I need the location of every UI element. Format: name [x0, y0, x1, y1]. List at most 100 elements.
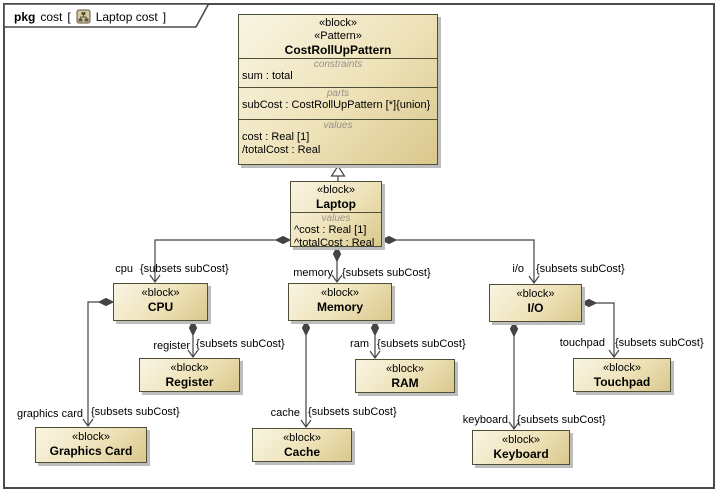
- block-header: «block» Memory: [289, 284, 391, 315]
- connector-memory[interactable]: [331, 245, 343, 284]
- role-label-register[interactable]: register: [153, 340, 190, 352]
- stereotype-label: «block»: [516, 288, 555, 300]
- stereotype-label: «block»: [283, 432, 321, 444]
- role-label-cache[interactable]: cache: [270, 407, 300, 419]
- block-cpu[interactable]: «block» CPU: [113, 283, 208, 321]
- block-costrolluppattern[interactable]: «block» «Pattern» CostRollUpPattern cons…: [238, 14, 438, 165]
- role-label-ram[interactable]: ram: [350, 338, 369, 350]
- constraints-compartment: constraints sum : total: [239, 58, 437, 87]
- role-label-graphics-card[interactable]: graphics card: [16, 408, 83, 420]
- open-bracket: [: [67, 9, 71, 24]
- stereotype-label: «block»: [386, 363, 424, 375]
- block-header: «block» Keyboard: [473, 431, 569, 462]
- compartment-label: values: [323, 120, 353, 131]
- role-label-memory[interactable]: memory: [293, 267, 333, 279]
- block-header: «block» RAM: [356, 360, 454, 391]
- connector-graphics-card[interactable]: [82, 297, 115, 428]
- block-keyboard[interactable]: «block» Keyboard: [472, 430, 570, 465]
- diagram-frame-tab[interactable]: pkg cost [ Laptop cost ]: [3, 3, 213, 29]
- stereotype-label: «block»: [321, 287, 359, 299]
- constraint-label-cpu[interactable]: {subsets subCost}: [140, 263, 229, 275]
- diagram-title: Laptop cost: [95, 9, 158, 24]
- role-label-cpu[interactable]: cpu: [115, 263, 133, 275]
- block-memory[interactable]: «block» Memory: [288, 283, 392, 321]
- stereotype-label: «block»: [170, 362, 209, 374]
- connector-cache[interactable]: [300, 319, 312, 429]
- constraint-item: sum : total: [242, 70, 293, 82]
- role-label-io[interactable]: i/o: [512, 263, 524, 275]
- constraint-label-keyboard[interactable]: {subsets subCost}: [517, 414, 606, 426]
- connector-register[interactable]: [187, 319, 199, 359]
- generalization-triangle: [330, 164, 346, 177]
- block-header: «block» CPU: [114, 284, 207, 315]
- block-name: Graphics Card: [49, 444, 133, 458]
- block-name: I/O: [527, 301, 544, 315]
- compartment-label: constraints: [313, 59, 363, 70]
- block-graphics-card[interactable]: «block» Graphics Card: [35, 427, 147, 463]
- composite-diamond: [97, 297, 115, 307]
- block-name: Cache: [283, 445, 321, 459]
- open-arrowhead: [528, 275, 540, 285]
- constraint-label-memory[interactable]: {subsets subCost}: [342, 267, 431, 279]
- block-name: CPU: [147, 300, 174, 314]
- block-name: Touchpad: [593, 375, 651, 389]
- compartment-label: parts: [326, 88, 350, 99]
- open-arrowhead: [149, 274, 161, 284]
- block-header: «block» Cache: [253, 429, 351, 460]
- block-touchpad[interactable]: «block» Touchpad: [573, 358, 671, 392]
- block-header: «block» Laptop: [291, 182, 381, 212]
- open-arrowhead: [300, 419, 312, 429]
- block-laptop[interactable]: «block» Laptop values ^cost : Real [1] ^…: [290, 181, 382, 247]
- composite-diamond: [332, 245, 342, 263]
- composite-diamond: [370, 319, 380, 337]
- composite-diamond: [580, 298, 598, 308]
- open-arrowhead: [82, 418, 94, 428]
- constraint-label-io[interactable]: {subsets subCost}: [536, 263, 625, 275]
- constraint-label-cache[interactable]: {subsets subCost}: [308, 406, 397, 418]
- block-name: RAM: [391, 376, 419, 390]
- block-name: CostRollUpPattern: [284, 43, 392, 57]
- block-name: Register: [165, 375, 214, 389]
- connector-keyboard[interactable]: [508, 320, 520, 431]
- generalization-laptop-to-costrolluppattern[interactable]: [330, 164, 346, 181]
- stereotype-label: «block»: [603, 362, 641, 374]
- block-ram[interactable]: «block» RAM: [355, 359, 455, 393]
- composite-diamond: [301, 319, 311, 337]
- constraint-label-touchpad[interactable]: {subsets subCost}: [615, 337, 704, 349]
- stereotype-label: «block»: [72, 431, 110, 443]
- part-item: subCost : CostRollUpPattern [*]{union}: [242, 99, 431, 111]
- role-label-touchpad[interactable]: touchpad: [559, 337, 605, 349]
- connector-ram[interactable]: [369, 319, 381, 360]
- block-header: «block» «Pattern» CostRollUpPattern: [239, 15, 437, 58]
- diagram-kind-label: pkg: [14, 9, 36, 24]
- tab-outline: [3, 3, 210, 28]
- composite-diamond: [380, 235, 398, 245]
- constraint-label-graphics-card[interactable]: {subsets subCost}: [91, 406, 180, 418]
- open-arrowhead: [508, 421, 520, 431]
- block-register[interactable]: «block» Register: [139, 358, 240, 392]
- value-item: ^cost : Real [1]: [294, 224, 367, 236]
- diagram-icon: [76, 9, 91, 24]
- constraint-label-register[interactable]: {subsets subCost}: [196, 338, 285, 350]
- stereotype-label: «block»: [317, 184, 355, 196]
- open-arrowhead: [369, 350, 381, 360]
- role-label-keyboard[interactable]: keyboard: [462, 414, 508, 426]
- block-cache[interactable]: «block» Cache: [252, 428, 352, 462]
- constraint-label-ram[interactable]: {subsets subCost}: [377, 338, 466, 350]
- connector-cpu[interactable]: [149, 235, 292, 284]
- block-name: Laptop: [316, 197, 356, 211]
- block-header: «block» Graphics Card: [36, 428, 146, 459]
- value-item: /totalCost : Real: [242, 143, 321, 156]
- connector-touchpad[interactable]: [580, 298, 620, 359]
- diagram-frame: [3, 3, 715, 489]
- values-compartment: values ^cost : Real [1] ^totalCost : Rea…: [291, 212, 381, 246]
- block-name: Keyboard: [493, 447, 549, 461]
- composite-diamond: [509, 320, 519, 338]
- connector-io[interactable]: [380, 235, 540, 285]
- stereotype-label: «block»: [141, 287, 180, 299]
- block-header: «block» Register: [140, 359, 239, 390]
- stereotype-label: «Pattern»: [314, 30, 362, 42]
- open-arrowhead: [608, 349, 620, 359]
- block-io[interactable]: «block» I/O: [489, 284, 582, 322]
